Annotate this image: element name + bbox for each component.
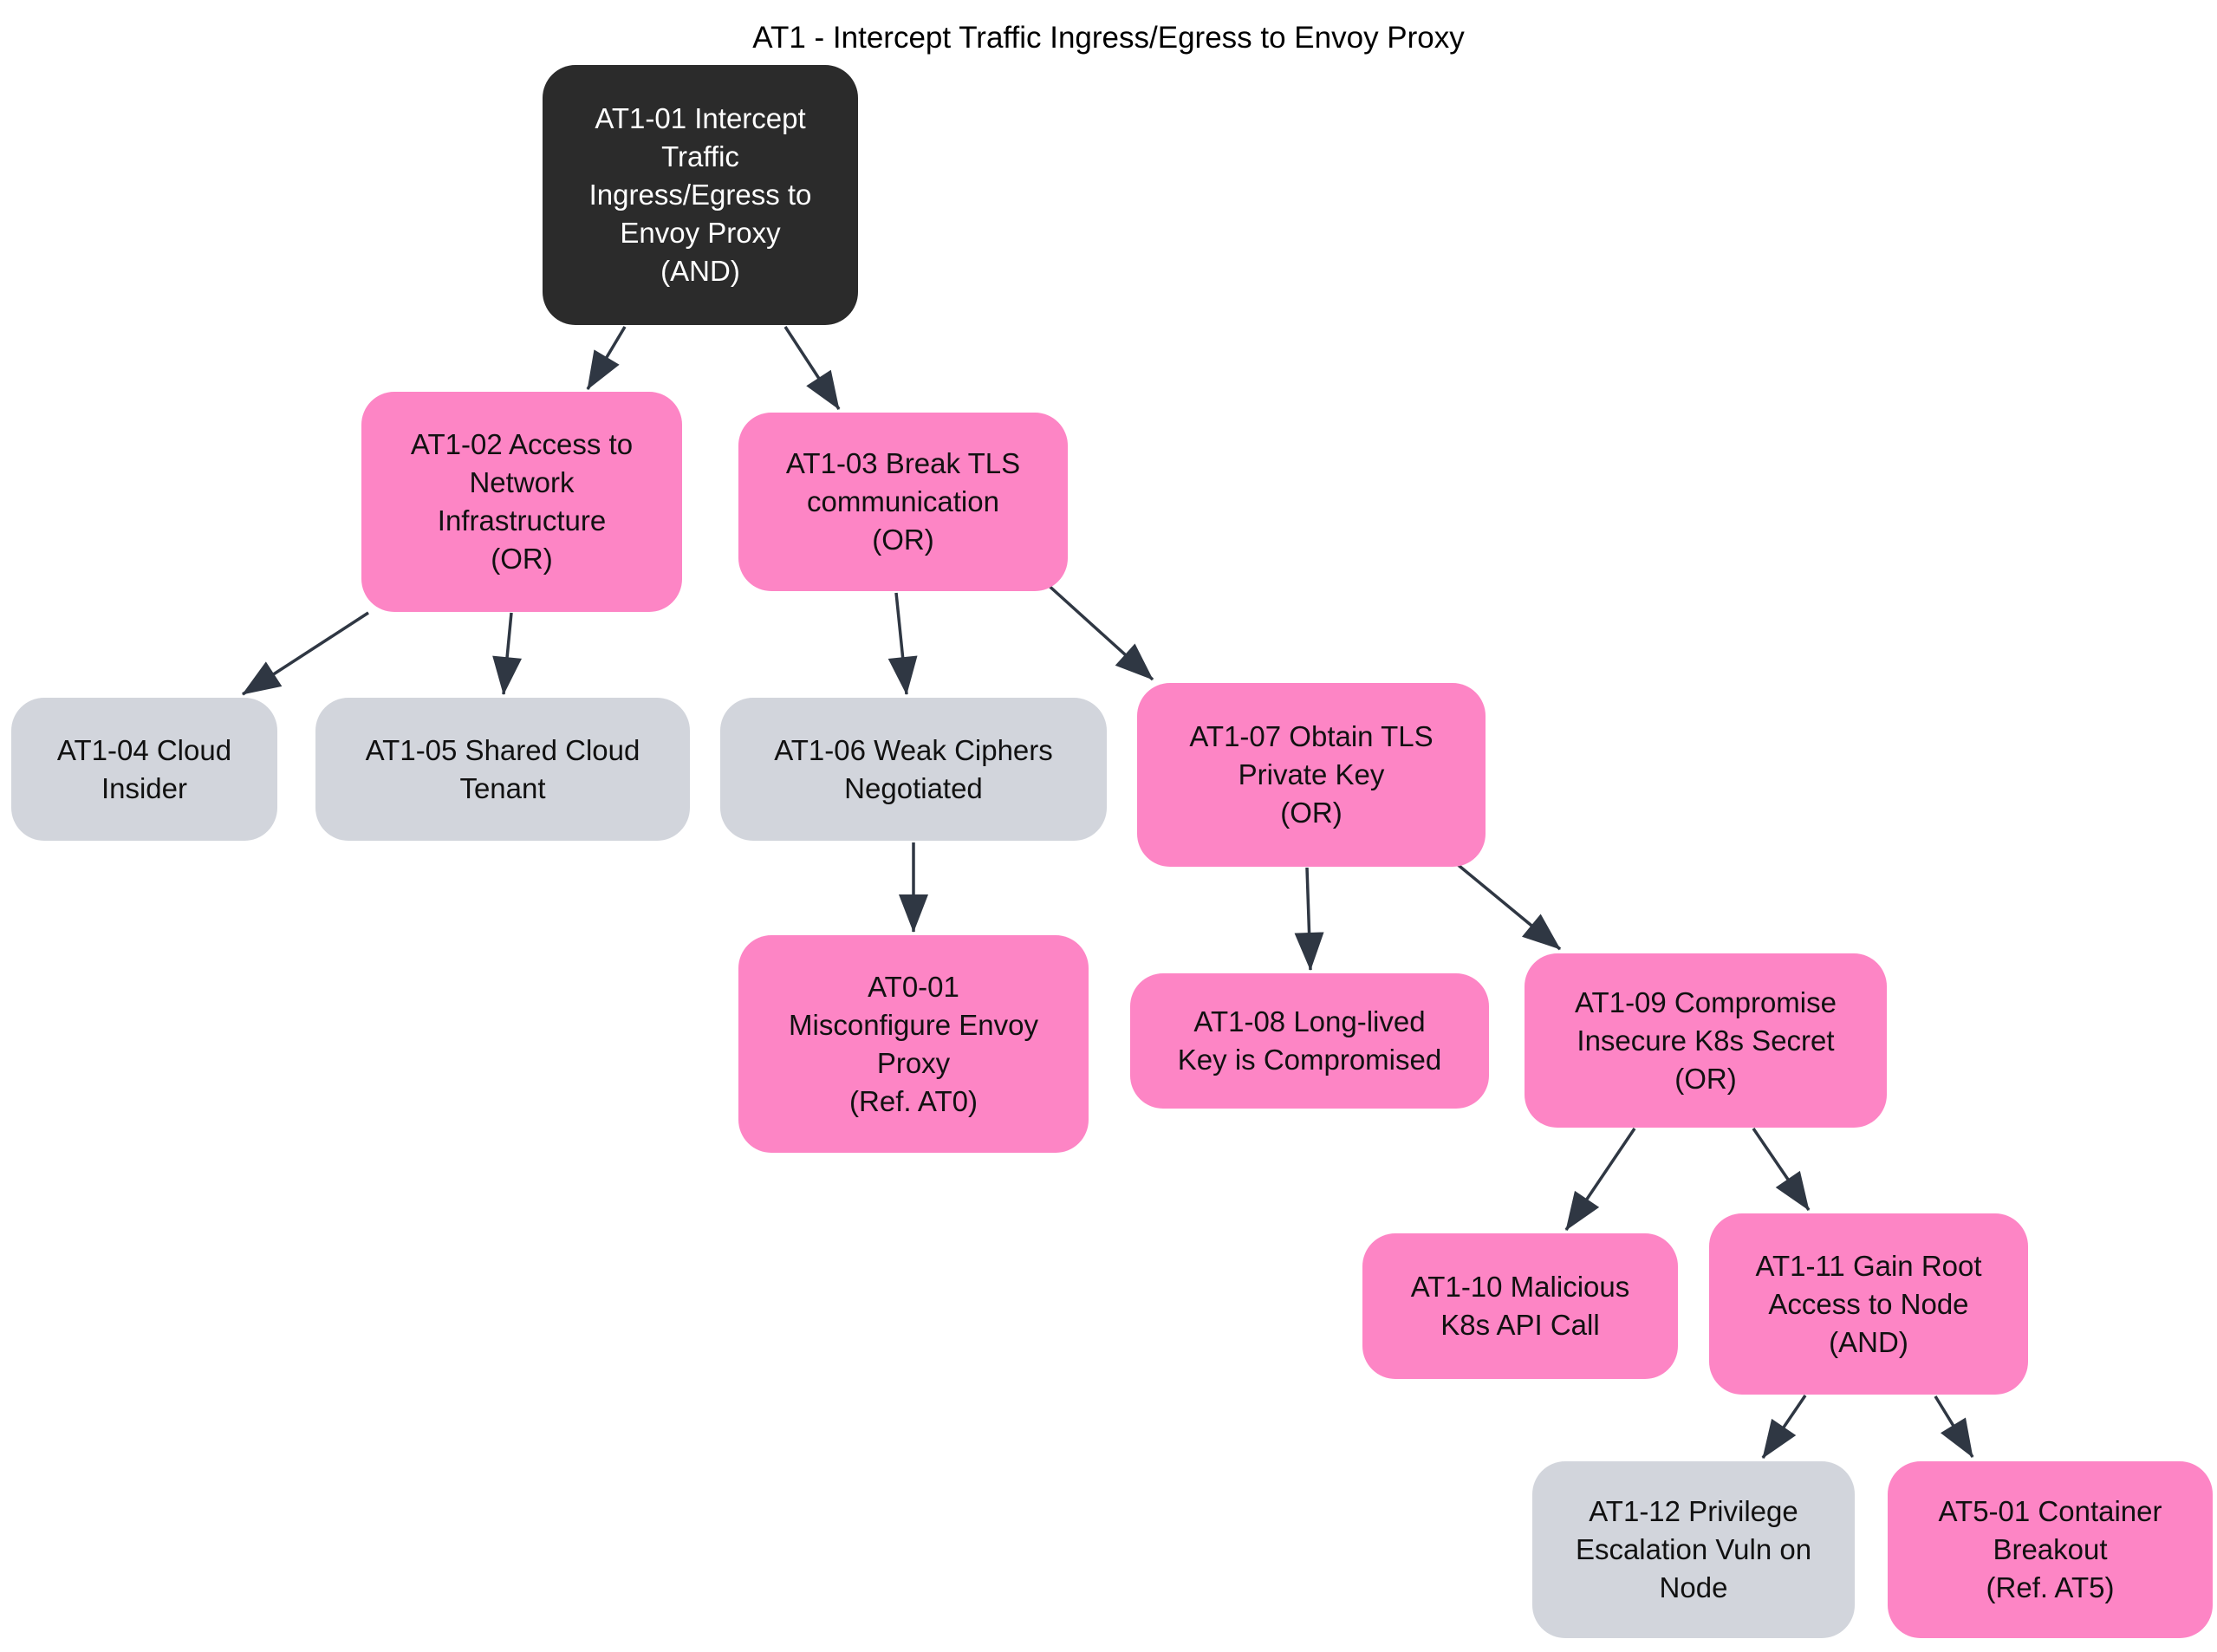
node-at1-02-label: AT1-02 Access to Network Infrastructure …	[410, 428, 634, 575]
node-at1-07[interactable]: AT1-07 Obtain TLS Private Key (OR)	[1137, 683, 1486, 867]
edge-at1-03-to-at1-06	[887, 592, 918, 695]
node-at1-06-label: AT1-06 Weak Ciphers Negotiated	[774, 733, 1053, 804]
node-at5-01-label: AT5-01 Container Breakout (Ref. AT5)	[1938, 1495, 2162, 1603]
node-at1-12-label: AT1-12 Privilege Escalation Vuln on Node	[1575, 1495, 1812, 1603]
node-at1-07-label: AT1-07 Obtain TLS Private Key (OR)	[1189, 720, 1434, 829]
node-at1-05-label: AT1-05 Shared Cloud Tenant	[365, 733, 640, 804]
node-at1-09[interactable]: AT1-09 Compromise Insecure K8s Secret (O…	[1525, 953, 1887, 1128]
diagram-title: AT1 - Intercept Traffic Ingress/Egress t…	[752, 21, 1465, 55]
node-at1-09-label: AT1-09 Compromise Insecure K8s Secret (O…	[1575, 985, 1837, 1095]
node-at1-11[interactable]: AT1-11 Gain Root Access to Node (AND)	[1709, 1213, 2028, 1395]
node-at1-12[interactable]: AT1-12 Privilege Escalation Vuln on Node	[1532, 1461, 1855, 1638]
edge-at1-01-to-at1-03	[783, 326, 841, 410]
node-at1-08-label: AT1-08 Long-lived Key is Compromised	[1177, 1005, 1442, 1076]
node-at1-10-label: AT1-10 Malicious K8s API Call	[1410, 1271, 1630, 1341]
edge-at1-09-to-at1-10	[1564, 1128, 1636, 1231]
node-at1-04[interactable]: AT1-04 Cloud Insider	[11, 698, 277, 841]
edge-at1-09-to-at1-11	[1752, 1128, 1811, 1211]
node-at1-01[interactable]: AT1-01 Intercept Traffic Ingress/Egress …	[543, 65, 858, 325]
edge-at1-07-to-at1-09	[1454, 862, 1562, 951]
node-at1-03-label: AT1-03 Break TLS communication (OR)	[785, 447, 1021, 556]
edge-at1-03-to-at1-07	[1043, 581, 1154, 681]
node-at1-03[interactable]: AT1-03 Break TLS communication (OR)	[738, 413, 1068, 591]
edge-at1-02-to-at1-04	[242, 611, 369, 696]
node-at1-04-label: AT1-04 Cloud Insider	[56, 733, 232, 804]
node-at1-05[interactable]: AT1-05 Shared Cloud Tenant	[315, 698, 690, 841]
node-at1-06[interactable]: AT1-06 Weak Ciphers Negotiated	[720, 698, 1107, 841]
edge-at1-01-to-at1-02	[586, 326, 627, 390]
node-at1-02[interactable]: AT1-02 Access to Network Infrastructure …	[361, 392, 682, 612]
node-at1-01-label: AT1-01 Intercept Traffic Ingress/Egress …	[588, 102, 812, 287]
node-at0-01-label: AT0-01 Misconfigure Envoy Proxy (Ref. AT…	[789, 970, 1038, 1117]
node-at1-10[interactable]: AT1-10 Malicious K8s API Call	[1362, 1233, 1678, 1379]
node-at5-01[interactable]: AT5-01 Container Breakout (Ref. AT5)	[1888, 1461, 2213, 1638]
edge-at1-07-to-at1-08	[1294, 867, 1324, 971]
edge-at1-11-to-at1-12	[1761, 1395, 1807, 1459]
node-at1-08[interactable]: AT1-08 Long-lived Key is Compromised	[1130, 973, 1489, 1109]
node-at1-11-label: AT1-11 Gain Root Access to Node (AND)	[1755, 1249, 1982, 1358]
edge-at1-02-to-at1-05	[492, 612, 523, 695]
node-at0-01[interactable]: AT0-01 Misconfigure Envoy Proxy (Ref. AT…	[738, 935, 1089, 1153]
edge-at1-11-to-at5-01	[1934, 1395, 1974, 1458]
